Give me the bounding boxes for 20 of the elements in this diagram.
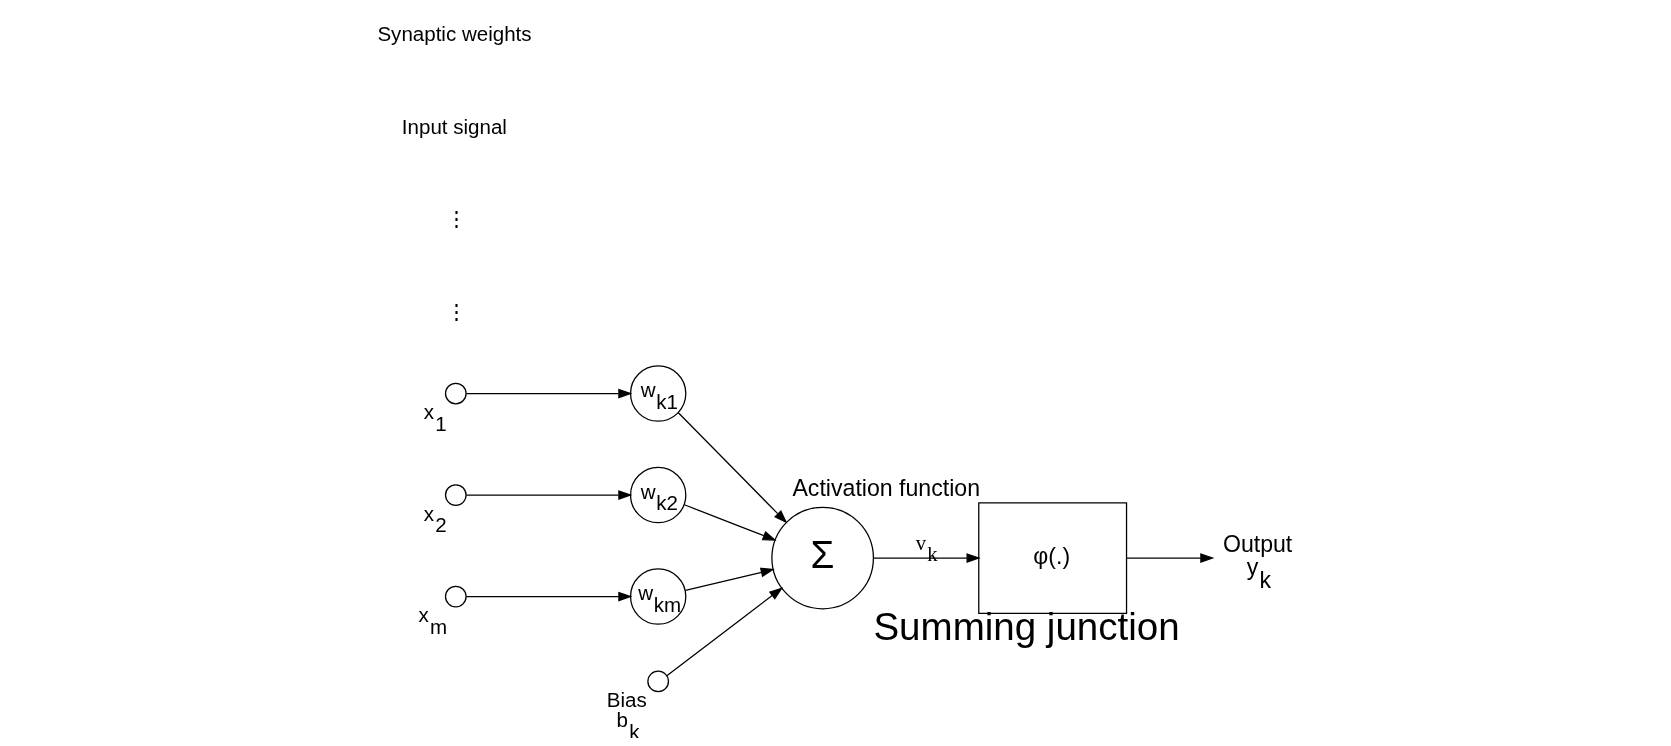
arrow xyxy=(677,412,788,524)
node-circle xyxy=(444,382,467,405)
arrow xyxy=(873,553,981,563)
node-box: φ(.) xyxy=(978,502,1128,614)
arrow xyxy=(684,567,775,592)
arrow xyxy=(465,388,633,399)
label: Input signal xyxy=(401,114,507,138)
label: ⋮ xyxy=(445,299,467,323)
node-circle xyxy=(444,585,467,608)
arrow xyxy=(465,591,633,602)
node-circle xyxy=(647,670,670,693)
arrow xyxy=(465,490,633,501)
label: ⋮ xyxy=(445,207,467,231)
node-circle xyxy=(444,484,467,506)
arrow xyxy=(1126,553,1215,563)
arrow xyxy=(683,504,777,541)
arrow xyxy=(666,587,784,677)
label: Synaptic weights xyxy=(377,22,532,46)
node-label: Bias xyxy=(606,687,647,711)
node-label: Activation function xyxy=(792,474,981,501)
